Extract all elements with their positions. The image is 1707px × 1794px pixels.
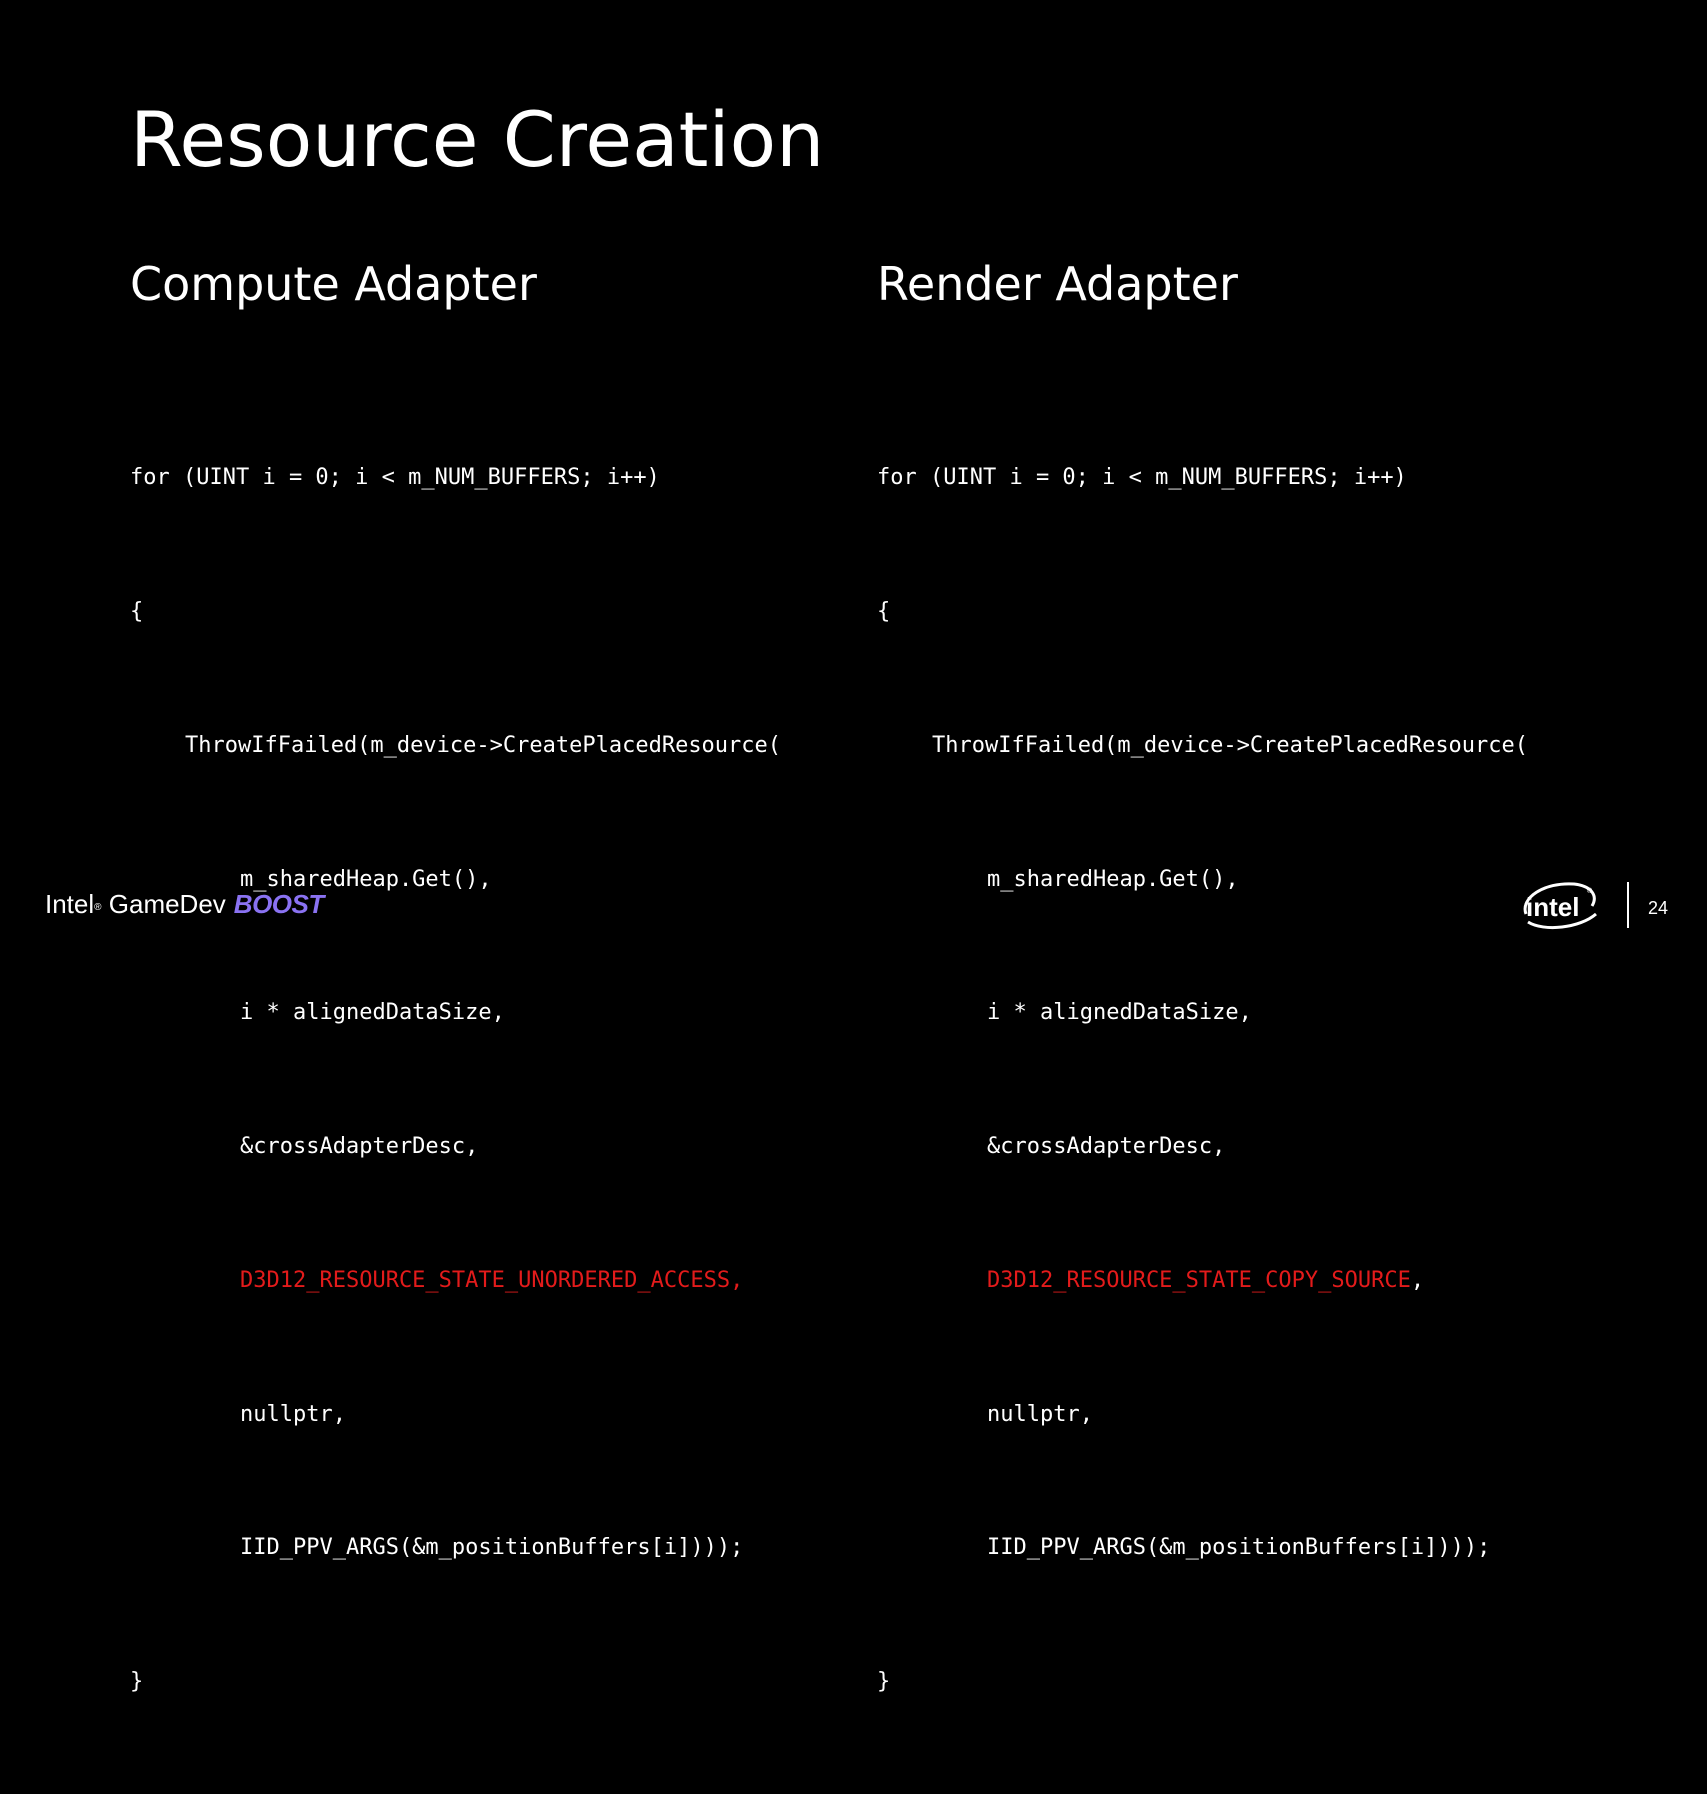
code-line: i * alignedDataSize, (987, 1000, 1252, 1026)
render-adapter-code: for (UINT i = 0; i < m_NUM_BUFFERS; i++)… (877, 367, 1637, 1794)
code-line: } (877, 1669, 891, 1695)
code-line: ThrowIfFailed(m_device->CreatePlacedReso… (932, 732, 1529, 758)
brand-intel: Intel (45, 889, 95, 919)
brand-boost: BOOST (233, 889, 324, 919)
code-line-suffix: , (1410, 1267, 1425, 1293)
code-line-resource-state: D3D12_RESOURCE_STATE_COPY_SOURCE, (877, 1259, 1637, 1304)
intel-logo-text: intel (1526, 892, 1579, 922)
code-line: } (130, 1669, 144, 1695)
code-line: m_sharedHeap.Get(), (240, 866, 492, 892)
code-line: nullptr, (987, 1401, 1093, 1427)
code-line: IID_PPV_ARGS(&m_positionBuffers[i]))); (240, 1535, 744, 1561)
render-adapter-heading: Render Adapter (877, 257, 1238, 311)
highlighted-resource-state: D3D12_RESOURCE_STATE_UNORDERED_ACCESS, (240, 1267, 744, 1293)
intel-logo-icon: intel ® (1523, 882, 1597, 929)
brand-registered-mark: ® (94, 902, 102, 913)
code-line: nullptr, (240, 1401, 346, 1427)
footer-divider (1627, 882, 1629, 928)
code-line: &crossAdapterDesc, (987, 1134, 1226, 1160)
compute-adapter-column: Compute Adapter for (UINT i = 0; i < m_N… (130, 252, 890, 1794)
code-line: m_sharedHeap.Get(), (987, 866, 1239, 892)
page-number: 24 (1648, 898, 1669, 918)
intel-logo-reg: ® (1587, 887, 1593, 895)
code-line: &crossAdapterDesc, (240, 1134, 479, 1160)
code-line: for (UINT i = 0; i < m_NUM_BUFFERS; i++) (877, 465, 1407, 491)
render-adapter-column: Render Adapter for (UINT i = 0; i < m_NU… (877, 252, 1637, 1794)
code-line: i * alignedDataSize, (240, 1000, 505, 1026)
slide-title: Resource Creation (130, 95, 825, 184)
code-line: { (130, 598, 144, 624)
code-line-resource-state: D3D12_RESOURCE_STATE_UNORDERED_ACCESS, (130, 1259, 890, 1304)
code-line: { (877, 598, 891, 624)
code-line: IID_PPV_ARGS(&m_positionBuffers[i]))); (987, 1535, 1491, 1561)
code-line: for (UINT i = 0; i < m_NUM_BUFFERS; i++) (130, 465, 660, 491)
compute-adapter-heading: Compute Adapter (130, 257, 537, 311)
compute-adapter-code: for (UINT i = 0; i < m_NUM_BUFFERS; i++)… (130, 367, 890, 1794)
code-line: ThrowIfFailed(m_device->CreatePlacedReso… (185, 732, 782, 758)
highlighted-resource-state: D3D12_RESOURCE_STATE_COPY_SOURCE (987, 1267, 1411, 1293)
brand-gamedev: GameDev (101, 889, 226, 919)
